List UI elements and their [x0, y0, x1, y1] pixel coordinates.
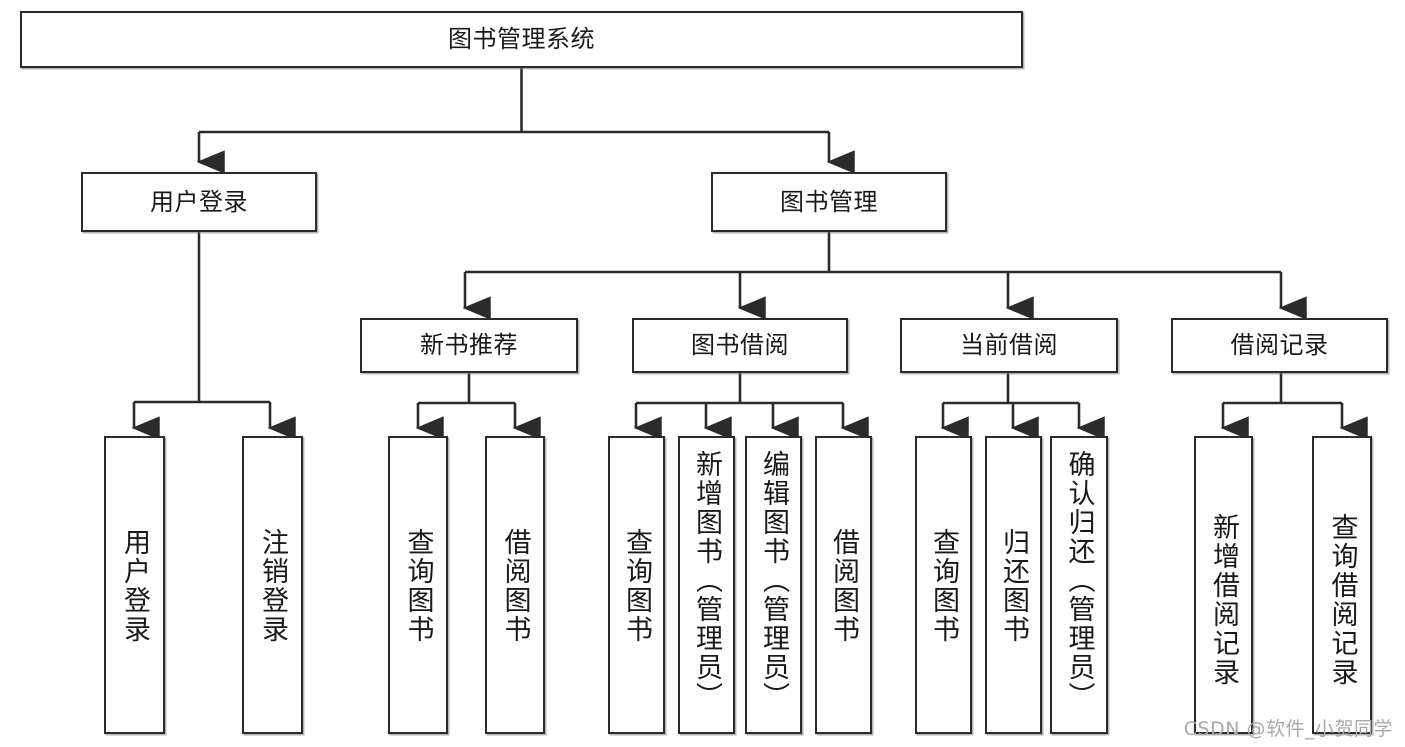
- node-user-login-label: 用户登录: [150, 187, 248, 216]
- node-book-manage-label: 图书管理: [780, 187, 878, 216]
- node-new-book-rec-label: 新书推荐: [420, 331, 518, 360]
- node-leaf-query-book-3-label: 查询图书: [928, 528, 959, 644]
- node-new-book-rec[interactable]: 新书推荐: [360, 318, 578, 373]
- node-leaf-return-book[interactable]: 归还图书: [985, 436, 1042, 734]
- node-leaf-add-book[interactable]: 新增图书（管理员）: [678, 436, 735, 734]
- node-leaf-borrow-book-2-label: 借阅图书: [828, 528, 859, 644]
- node-leaf-edit-book-label: 编辑图书（管理员）: [758, 450, 789, 711]
- node-leaf-query-book-2-label: 查询图书: [621, 528, 652, 644]
- node-leaf-user-login[interactable]: 用户登录: [104, 436, 165, 734]
- node-leaf-query-book-1-label: 查询图书: [402, 528, 434, 644]
- node-leaf-logout[interactable]: 注销登录: [242, 436, 303, 734]
- node-root[interactable]: 图书管理系统: [20, 11, 1023, 68]
- node-leaf-query-book-1[interactable]: 查询图书: [388, 436, 448, 734]
- node-leaf-confirm-return[interactable]: 确认归还（管理员）: [1050, 436, 1108, 734]
- node-leaf-edit-book[interactable]: 编辑图书（管理员）: [745, 436, 802, 734]
- node-current-borrow[interactable]: 当前借阅: [900, 318, 1118, 373]
- node-leaf-borrow-book-1-label: 借阅图书: [499, 528, 531, 644]
- node-leaf-add-record[interactable]: 新增借阅记录: [1194, 436, 1253, 734]
- csdn-watermark: CSDN @软件_小贺同学: [1183, 718, 1393, 740]
- node-leaf-return-book-label: 归还图书: [998, 528, 1029, 644]
- node-leaf-add-record-label: 新增借阅记录: [1208, 513, 1239, 687]
- node-book-borrow-label: 图书借阅: [691, 331, 789, 360]
- node-leaf-logout-label: 注销登录: [257, 528, 288, 644]
- node-user-login[interactable]: 用户登录: [81, 172, 317, 232]
- node-leaf-query-record[interactable]: 查询借阅记录: [1312, 436, 1372, 734]
- node-leaf-confirm-return-label: 确认归还（管理员）: [1063, 450, 1095, 711]
- node-book-borrow[interactable]: 图书借阅: [632, 318, 848, 373]
- node-leaf-borrow-book-2[interactable]: 借阅图书: [815, 436, 872, 734]
- node-borrow-record[interactable]: 借阅记录: [1171, 318, 1388, 373]
- node-leaf-add-book-label: 新增图书（管理员）: [691, 450, 722, 711]
- node-leaf-query-record-label: 查询借阅记录: [1326, 513, 1358, 687]
- node-leaf-query-book-2[interactable]: 查询图书: [608, 436, 665, 734]
- node-leaf-query-book-3[interactable]: 查询图书: [915, 436, 972, 734]
- node-leaf-user-login-label: 用户登录: [119, 528, 150, 644]
- node-leaf-borrow-book-1[interactable]: 借阅图书: [485, 436, 545, 734]
- node-borrow-record-label: 借阅记录: [1230, 331, 1329, 360]
- node-root-label: 图书管理系统: [448, 25, 595, 54]
- node-book-manage[interactable]: 图书管理: [711, 172, 947, 232]
- node-current-borrow-label: 当前借阅: [960, 331, 1058, 360]
